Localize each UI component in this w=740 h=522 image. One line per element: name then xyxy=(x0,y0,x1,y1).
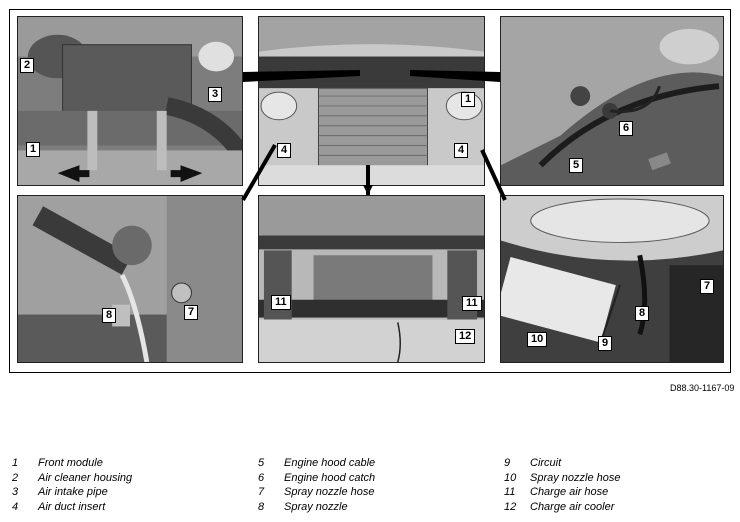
legend-label: Charge air cooler xyxy=(530,500,615,513)
legend-number: 2 xyxy=(12,471,19,484)
legend-number: 6 xyxy=(258,471,265,484)
legend-item: 8 Spray nozzle xyxy=(258,501,375,516)
legend-item: 7 Spray nozzle hose xyxy=(258,486,375,501)
legend-number: 5 xyxy=(258,457,265,469)
legend-label: Air intake pipe xyxy=(38,486,108,498)
legend-item: 5 Engine hood cable xyxy=(258,457,375,472)
legend-item: 2 Air cleaner housing xyxy=(12,472,132,487)
legend-label: Front module xyxy=(38,457,103,469)
legend-item: 4 Air duct insert xyxy=(12,501,132,516)
callout-label: 12 xyxy=(455,329,476,344)
legend-label: Charge air hose xyxy=(530,486,609,498)
callout-label: 7 xyxy=(700,279,715,294)
callout-label: 11 xyxy=(271,295,291,310)
legend-number: 1 xyxy=(12,457,19,469)
legend-label: Spray nozzle hose xyxy=(284,486,375,498)
callout-label: 10 xyxy=(527,332,548,347)
legend-label: Engine hood catch xyxy=(284,471,376,484)
photo-hood-catch: 6 5 xyxy=(500,16,724,186)
callout-label: 4 xyxy=(454,143,469,158)
legend-number: 11 xyxy=(504,486,516,498)
callout-label: 1 xyxy=(461,92,476,107)
callout-label: 1 xyxy=(26,142,41,157)
legend-item: 10 Spray nozzle hose xyxy=(504,472,621,487)
legend-number: 12 xyxy=(504,500,517,513)
legend-item: 1 Front module xyxy=(12,457,132,472)
legend-label: Air cleaner housing xyxy=(38,471,133,484)
callout-label: 2 xyxy=(20,58,35,73)
legend-item: 12 Charge air cooler xyxy=(504,501,621,516)
callout-label: 9 xyxy=(598,336,613,351)
legend-number: 3 xyxy=(12,486,19,498)
legend-label: Engine hood cable xyxy=(284,457,376,469)
photo-spray-nozzle-left: 8 7 xyxy=(17,195,243,363)
legend-label: Spray nozzle xyxy=(284,500,348,513)
callout-label: 11 xyxy=(462,296,482,311)
legend-number: 10 xyxy=(504,471,517,484)
callout-label: 8 xyxy=(102,308,117,323)
photo-front-module: 1 4 4 xyxy=(258,16,485,186)
legend-label: Circuit xyxy=(530,457,562,469)
legend-label: Air duct insert xyxy=(38,500,106,513)
legend-number: 8 xyxy=(258,500,265,513)
legend-number: 9 xyxy=(504,457,511,469)
callout-label: 8 xyxy=(635,306,650,321)
callout-label: 4 xyxy=(277,143,292,158)
legend-number: 4 xyxy=(12,500,19,513)
photo-charge-air-cooler: 11 11 12 xyxy=(258,195,485,363)
legend-label: Spray nozzle hose xyxy=(530,471,621,484)
photo-air-cleaner: 2 3 1 xyxy=(17,16,243,186)
photo-spray-nozzle-right: 7 8 10 9 xyxy=(500,195,724,363)
figure-reference: D88.30-1167-09 xyxy=(670,383,735,393)
callout-label: 7 xyxy=(184,305,199,320)
legend-number: 7 xyxy=(258,486,265,498)
legend-item: 9 Circuit xyxy=(504,457,621,472)
callout-label: 3 xyxy=(208,87,223,102)
callout-label: 6 xyxy=(619,121,634,136)
legend-item: 6 Engine hood catch xyxy=(258,472,375,487)
callout-label: 5 xyxy=(569,158,584,173)
legend-item: 3 Air intake pipe xyxy=(12,486,132,501)
legend-item: 11 Charge air hose xyxy=(504,486,621,501)
